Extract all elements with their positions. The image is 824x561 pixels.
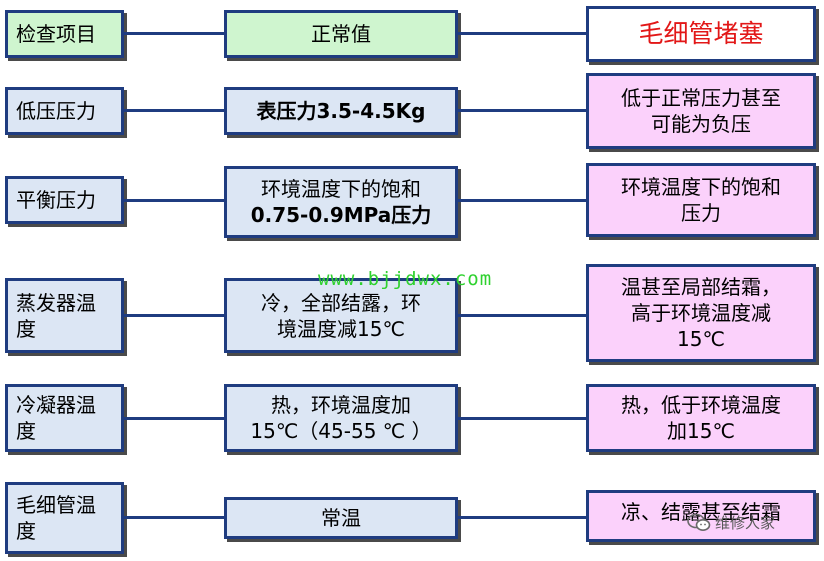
item-box-low-pressure: 低压压力 (5, 87, 124, 135)
blocked-value-line: 热，低于环境温度 (621, 393, 781, 417)
connector-line (124, 109, 224, 112)
normal-value-line: 0.75-0.9MPa压力 (250, 203, 432, 227)
header-normal-column: 正常值 (224, 10, 458, 58)
blocked-value-line: 可能为负压 (651, 112, 751, 136)
header-blocked-label: 毛细管堵塞 (638, 18, 764, 48)
connector-line (458, 199, 586, 202)
blocked-box-evaporator-temp: 温甚至局部结霜， 高于环境温度减 15℃ (586, 264, 816, 362)
item-box-balance-pressure: 平衡压力 (5, 176, 124, 224)
item-label: 低压压力 (16, 99, 96, 123)
normal-box-evaporator-temp: 冷，全部结露，环 境温度减15℃ (224, 278, 458, 353)
blocked-value-line: 低于正常压力甚至 (621, 86, 781, 110)
source-badge: 维修人家 (687, 512, 775, 533)
watermark-text: www.bjjdwx.com (318, 268, 493, 290)
normal-box-capillary-temp: 常温 (224, 497, 458, 539)
item-label: 平衡压力 (16, 188, 96, 212)
header-normal-label: 正常值 (311, 22, 371, 46)
source-badge-label: 维修人家 (715, 514, 776, 532)
connector-line (124, 516, 224, 519)
blocked-box-low-pressure: 低于正常压力甚至 可能为负压 (586, 73, 816, 149)
connector-line (124, 417, 224, 420)
blocked-value-line: 环境温度下的饱和 (621, 175, 781, 199)
blocked-box-condenser-temp: 热，低于环境温度 加15℃ (586, 384, 816, 452)
blocked-value-line: 压力 (681, 201, 721, 225)
normal-value-line: 环境温度下的饱和 (260, 177, 421, 201)
connector-line (458, 516, 586, 519)
blocked-box-balance-pressure: 环境温度下的饱和 压力 (586, 163, 816, 237)
item-box-condenser-temp: 冷凝器温 度 (5, 384, 124, 452)
connector-line (458, 109, 586, 112)
normal-box-low-pressure: 表压力3.5-4.5Kg (224, 87, 458, 135)
connector-line (458, 314, 586, 317)
item-label: 蒸发器温 (16, 290, 96, 315)
connector-line (458, 32, 586, 35)
normal-value-line: 热，环境温度加 (270, 393, 411, 417)
wechat-icon (687, 513, 711, 533)
blocked-value-line: 加15℃ (667, 419, 735, 443)
header-blocked-column: 毛细管堵塞 (586, 6, 816, 62)
item-label: 冷凝器温 (16, 393, 96, 417)
normal-value-line: 境温度减15℃ (277, 316, 405, 341)
normal-value-line: 表压力3.5-4.5Kg (256, 99, 426, 123)
item-label: 毛细管温 (16, 493, 96, 517)
normal-value-line: 冷，全部结露，环 (261, 290, 421, 315)
normal-box-balance-pressure: 环境温度下的饱和 0.75-0.9MPa压力 (224, 166, 458, 238)
header-item-label: 检查项目 (16, 22, 96, 46)
connector-line (124, 32, 224, 35)
item-box-capillary-temp: 毛细管温 度 (5, 482, 124, 554)
blocked-value-line: 温甚至局部结霜， (621, 275, 781, 299)
connector-line (458, 417, 586, 420)
connector-line (124, 199, 224, 202)
item-label: 度 (16, 419, 36, 443)
header-item-column: 检查项目 (5, 10, 124, 58)
normal-box-condenser-temp: 热，环境温度加 15℃（45-55 ℃ ） (224, 384, 458, 452)
blocked-value-line: 15℃ (677, 327, 725, 351)
item-label: 度 (16, 316, 36, 341)
blocked-value-line: 高于环境温度减 (631, 301, 771, 325)
item-label: 度 (16, 519, 36, 543)
item-box-evaporator-temp: 蒸发器温 度 (5, 278, 124, 353)
connector-line (124, 314, 224, 317)
normal-value-line: 常温 (321, 506, 361, 530)
normal-value-line: 15℃（45-55 ℃ ） (250, 419, 432, 443)
